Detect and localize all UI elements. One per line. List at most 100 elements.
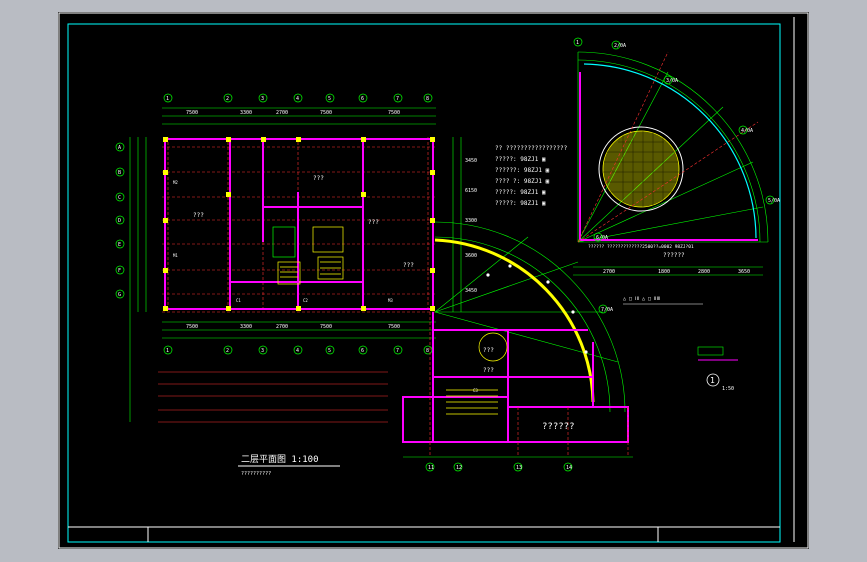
axis-bubble-bottom: 8	[423, 345, 433, 355]
axis-bubble-left: C	[115, 192, 125, 202]
outer-frame	[58, 12, 809, 549]
axis-bubble-left: A	[115, 142, 125, 152]
walls	[164, 138, 434, 310]
axis-bubble-bottom-label: 2	[226, 348, 229, 354]
dim-text-top: 7500	[186, 110, 198, 116]
axis-bubble-radial-label: 3/0A	[666, 78, 678, 84]
rotunda-circle	[598, 126, 684, 212]
lower-axis-lines	[158, 371, 388, 423]
axis-bubble-bottom-label: 7	[396, 348, 399, 354]
axis-bubble-top: 5	[325, 93, 335, 103]
dim-text-bottom: 7500	[388, 324, 400, 330]
axis-bubble-bottom: 2	[223, 345, 233, 355]
dim-text-top: 3300	[240, 110, 252, 116]
axis-bubble-left-label: B	[118, 170, 121, 176]
note-line: ?? ?????????????????	[495, 145, 568, 152]
axis-bubbles-bottom-right: 11 12 13 14	[425, 462, 573, 472]
dim-text-quarter: 1800	[658, 269, 670, 275]
axis-bubble-left-label: F	[118, 268, 121, 274]
axis-bubble-bottom-label: 5	[328, 348, 331, 354]
axis-bubble-bottom: 3	[258, 345, 268, 355]
axis-bubble-bottom-label: 8	[426, 348, 429, 354]
axis-bubble-top-label: 1	[166, 96, 169, 102]
axis-bubble-top-label: 2	[226, 96, 229, 102]
dim-text-bottom: 7500	[320, 324, 332, 330]
dim-text-bottom: 7500	[186, 324, 198, 330]
curved-facade	[434, 238, 595, 403]
drawing-subtitle: ??????????	[241, 471, 271, 477]
dim-text-top: 2700	[276, 110, 288, 116]
door-tag: C3	[473, 388, 478, 393]
room-tag: ???	[403, 262, 414, 269]
axis-bubble-radial-label: 2/0A	[614, 43, 626, 49]
axis-bubble-left: F	[115, 265, 125, 275]
dim-text-quarter: 3650	[738, 269, 750, 275]
axis-bubble-bottom-right: 13	[513, 462, 523, 472]
axis-bubble-bottom-right: 14	[563, 462, 573, 472]
door-tag: C1	[236, 298, 241, 303]
axis-bubble-left-label: G	[118, 292, 121, 298]
axis-bubble-radial-label: 6/0A	[596, 235, 608, 241]
axis-bubble-bottom: 4	[293, 345, 303, 355]
columns	[163, 137, 435, 311]
axis-bubble-top: 6	[358, 93, 368, 103]
axis-bubble-radial: 7/0A	[598, 304, 613, 314]
axis-bubble-top: 2	[223, 93, 233, 103]
dim-text-bottom: 2700	[276, 324, 288, 330]
axis-bubble-bottom-label: 6	[361, 348, 364, 354]
axis-bubble-top-label: 7	[396, 96, 399, 102]
axis-bubble-left: E	[115, 239, 125, 249]
room-tags: ??????????????????	[193, 175, 494, 374]
dimension-top	[162, 107, 436, 125]
axis-bubble-bottom-label: 1	[166, 348, 169, 354]
dim-text-top: 7500	[388, 110, 400, 116]
axis-bubble-bottom: 7	[393, 345, 403, 355]
axis-bubble-bottom-right-label: 12	[456, 465, 462, 471]
room-tag: ???	[368, 219, 379, 226]
dim-text-right: 3300	[465, 218, 477, 224]
note-line: ?????: 98ZJ1 ▣	[495, 200, 546, 207]
axis-bubble-radial: 4/0A	[738, 125, 753, 135]
axis-bubble-top-label: 3	[261, 96, 264, 102]
axis-bubble-top: 4	[293, 93, 303, 103]
axis-bubble-bottom-label: 3	[261, 348, 264, 354]
axis-bubble-bottom-right-label: 13	[516, 465, 522, 471]
detail-scale: 1:50	[722, 386, 734, 392]
dimension-right	[452, 137, 462, 312]
dim-texts-bottom: 7500 3300 2700 7500 7500	[186, 324, 400, 330]
dim-text-right: 3450	[465, 288, 477, 294]
dimension-left	[129, 137, 147, 422]
dim-text-quarter: 2800	[698, 269, 710, 275]
axis-bubble-left: D	[115, 215, 125, 225]
axis-bubble-top: 7	[393, 93, 403, 103]
axis-bubble-left-label: D	[118, 218, 121, 224]
room-tag: ???	[313, 175, 324, 182]
note-line: ???? ?: 98ZJ1 ▣	[495, 178, 550, 185]
detail-number: 1	[710, 376, 715, 385]
room-tag: ???	[193, 212, 204, 219]
room-tag: ???	[483, 347, 494, 354]
axis-bubble-radial-label: 5/0A	[768, 198, 780, 204]
dim-text-bottom: 3300	[240, 324, 252, 330]
axis-bubble-bottom-right-label: 14	[566, 465, 572, 471]
note-line: ?????: 98ZJ1 ▣	[495, 189, 546, 196]
axis-bubble-bottom: 1	[163, 345, 173, 355]
axis-bubble-bottom-right-label: 11	[428, 465, 434, 471]
note-line: ?????: 98ZJ1 ▣	[495, 156, 546, 163]
detail-callout: 1 1:50	[697, 346, 738, 392]
notes-list: ?? ??????????????????????: 98ZJ1 ▣??????…	[495, 145, 568, 207]
door-tag: C2	[303, 298, 308, 303]
axis-bubbles-left: A B C D E F G	[115, 142, 125, 299]
axis-bubble-bottom-right: 12	[453, 462, 463, 472]
door-tag: M2	[173, 180, 178, 185]
axis-bubble-radial: 2/0A	[611, 40, 626, 50]
axis-bubble-left: B	[115, 167, 125, 177]
axis-bubble-radial: 6/0A	[593, 232, 608, 242]
